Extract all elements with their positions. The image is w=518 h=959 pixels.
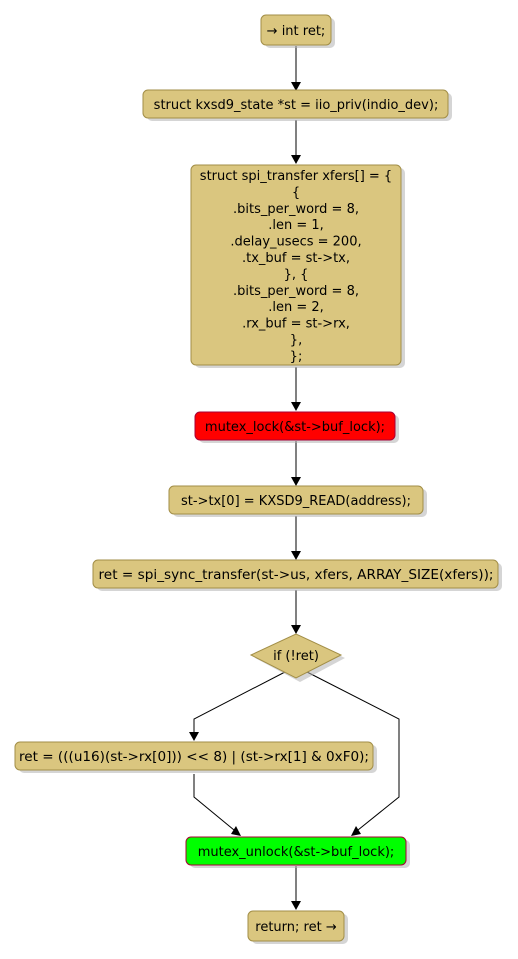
arrowhead	[291, 402, 301, 411]
arrowhead	[291, 155, 301, 164]
edges	[189, 46, 400, 910]
node-xfers-line: .len = 2,	[268, 300, 324, 315]
node-xfers-line: .bits_per_word = 8,	[233, 202, 359, 217]
arrowhead	[189, 732, 199, 741]
node-xfers-line: .bits_per_word = 8,	[233, 284, 359, 299]
node-state: struct kxsd9_state *st = iio_priv(indio_…	[142, 89, 452, 121]
node-xfers-line: .len = 1,	[268, 218, 324, 233]
edge-cond-assign	[193, 671, 286, 732]
node-xfers-line: },	[290, 333, 302, 348]
node-unlock: mutex_unlock(&st->buf_lock);	[185, 836, 410, 868]
edge-cond-unlock	[306, 671, 400, 831]
node-state-label: struct kxsd9_state *st = iio_priv(indio_…	[154, 98, 439, 113]
arrowhead	[231, 826, 241, 836]
node-lock-label: mutex_lock(&st->buf_lock);	[205, 420, 385, 435]
node-end: return; ret →	[247, 910, 348, 944]
node-xfers-line: {	[292, 185, 300, 200]
arrowhead	[351, 826, 361, 836]
node-xfers-line: }, {	[284, 267, 309, 282]
node-xfers-line: .tx_buf = st->tx,	[242, 251, 350, 266]
node-xfers-text: struct spi_transfer xfers[] = {{ .bits_pe…	[200, 169, 392, 364]
node-sync: ret = spi_sync_transfer(st->us, xfers, A…	[92, 559, 502, 591]
node-xfers-line: };	[290, 349, 303, 364]
arrowhead	[291, 625, 301, 634]
arrowhead	[291, 82, 301, 91]
arrowhead	[291, 551, 301, 560]
node-assign-label: ret = (((u16)(st->rx[0])) << 8) | (st->r…	[19, 750, 369, 765]
decision-diamond	[249, 633, 343, 679]
node-start: → int ret;	[260, 14, 335, 48]
node-xfers: struct spi_transfer xfers[] = {{ .bits_pe…	[190, 164, 405, 368]
node-end-label: return; ret →	[255, 920, 337, 935]
node-cond: if (!ret)	[249, 633, 345, 682]
node-xfers-line: struct spi_transfer xfers[] = {	[200, 169, 392, 184]
node-sync-label: ret = spi_sync_transfer(st->us, xfers, A…	[99, 568, 494, 583]
node-cond-label: if (!ret)	[273, 649, 319, 664]
node-tx-label: st->tx[0] = KXSD9_READ(address);	[181, 494, 411, 509]
node-xfers-line: .rx_buf = st->rx,	[242, 317, 350, 332]
node-lock: mutex_lock(&st->buf_lock);	[194, 411, 399, 443]
node-unlock-label: mutex_unlock(&st->buf_lock);	[198, 845, 395, 860]
node-assign: ret = (((u16)(st->rx[0])) << 8) | (st->r…	[14, 741, 377, 773]
arrowhead	[291, 901, 301, 910]
node-start-label: → int ret;	[267, 24, 326, 39]
node-xfers-line: .delay_usecs = 200,	[230, 235, 361, 250]
edge-assign-unlock	[193, 774, 235, 831]
node-tx: st->tx[0] = KXSD9_READ(address);	[168, 485, 427, 517]
arrowhead	[291, 477, 301, 486]
